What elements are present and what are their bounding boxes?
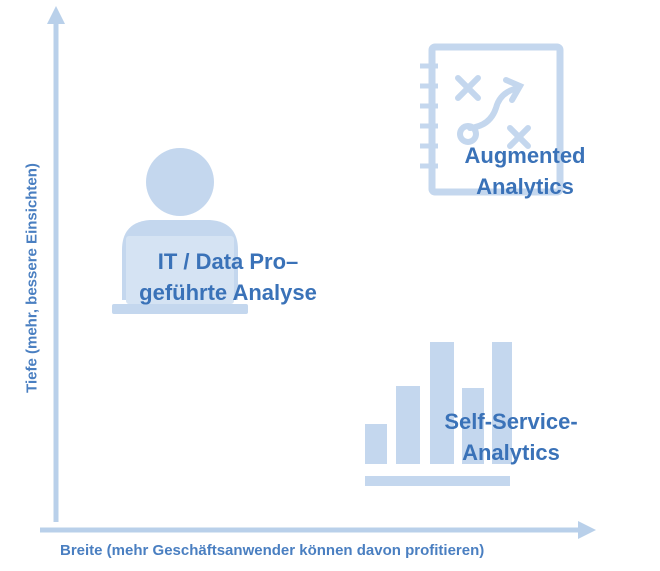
person-at-laptop-icon	[112, 148, 248, 314]
x-axis-arrow-icon	[578, 521, 596, 539]
x-axis-label: Breite (mehr Geschäftsanwender können da…	[60, 542, 485, 559]
augmented-analytics-label-line1: Augmented	[464, 143, 586, 168]
bar-chart-icon	[365, 342, 512, 486]
it-data-pro-label: IT / Data Pro– geführte Analyse	[139, 246, 317, 308]
self-service-analytics-label-line2: Analytics	[462, 440, 560, 465]
notebook-rings-icon	[420, 63, 438, 169]
augmented-analytics-label: Augmented Analytics	[465, 140, 586, 202]
it-data-pro-label-line1: IT / Data Pro–	[157, 249, 299, 274]
strategy-notebook-icon	[420, 43, 564, 196]
x-axis	[40, 521, 596, 539]
augmented-analytics-label-line2: Analytics	[476, 174, 574, 199]
it-data-pro-label-line2: geführte Analyse	[139, 280, 317, 305]
y-axis-arrow-icon	[47, 6, 65, 24]
y-axis-label: Tiefe (mehr, bessere Einsichten)	[23, 163, 41, 393]
self-service-analytics-label: Self-Service- Analytics	[444, 406, 577, 468]
y-axis	[47, 6, 65, 522]
self-service-analytics-label-line1: Self-Service-	[444, 409, 578, 434]
